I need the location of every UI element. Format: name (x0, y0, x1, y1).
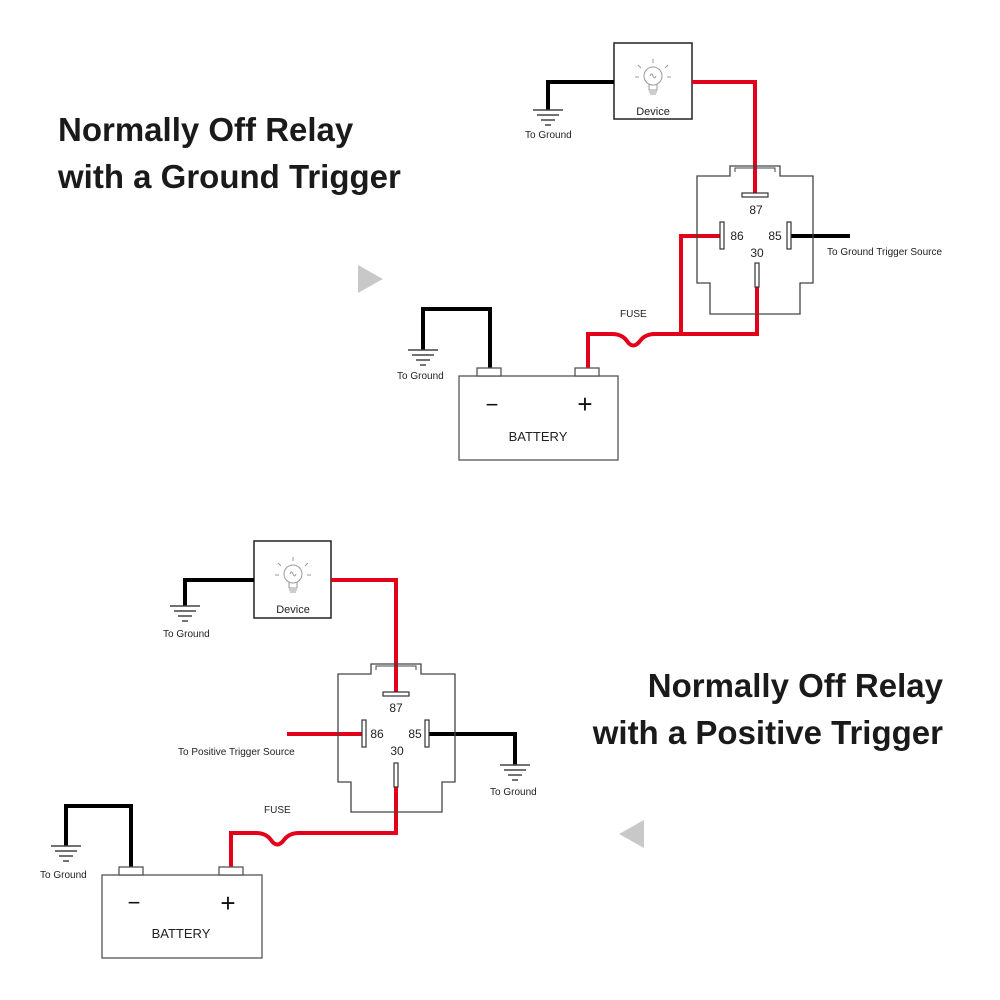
title-line-2: with a Positive Trigger (592, 714, 943, 751)
device-ground-wire (183, 578, 254, 606)
pin85-ground-wire (429, 732, 517, 765)
pin-30-label: 30 (390, 744, 404, 758)
battery-negative-sign: − (128, 890, 141, 915)
arrow-left-icon (619, 820, 644, 848)
ground-icon (532, 109, 564, 126)
pin-30 (754, 262, 760, 288)
pin30-power-wire (655, 285, 759, 336)
title-line-1: Normally Off Relay (647, 667, 943, 704)
battery-label: BATTERY (509, 429, 568, 444)
pin-87 (382, 691, 410, 697)
device-box: Device (253, 540, 332, 619)
battery-negative-terminal (118, 866, 144, 876)
battery-positive-terminal (218, 866, 244, 876)
pin-85-label: 85 (408, 727, 422, 741)
battery-label: BATTERY (152, 926, 211, 941)
trigger-label: To Positive Trigger Source (178, 747, 295, 758)
title-positive-trigger: Normally Off Relay with a Positive Trigg… (593, 662, 943, 756)
fuse-label: FUSE (264, 805, 291, 816)
battery: − + BATTERY (101, 866, 263, 959)
diagram-positive-trigger: Device To Ground To Ground To Ground To … (40, 540, 644, 959)
ground-icon (499, 764, 531, 781)
pin-85 (424, 719, 430, 748)
title-line-2: with a Ground Trigger (58, 158, 401, 195)
battery-ground-label: To Ground (40, 870, 87, 881)
pin86-power-wire (679, 234, 720, 334)
pin-86-label: 86 (730, 229, 744, 243)
relay: 87 86 85 30 (337, 663, 456, 813)
arrow-right-icon (358, 265, 383, 293)
battery-negative-terminal (476, 367, 502, 377)
battery-ground-wire (421, 307, 492, 368)
battery-positive-terminal (574, 367, 600, 377)
device-ground-label: To Ground (525, 130, 572, 141)
device-power-wire (692, 80, 757, 193)
device-label: Device (276, 604, 310, 616)
device-power-wire (331, 578, 398, 692)
battery-positive-sign: + (577, 389, 592, 419)
pin-87-label: 87 (389, 701, 403, 715)
title-line-1: Normally Off Relay (58, 111, 354, 148)
pin-87-label: 87 (749, 203, 763, 217)
pin-30-label: 30 (750, 246, 764, 260)
fuse-wire (229, 785, 398, 867)
pin85-ground-label: To Ground (490, 787, 537, 798)
battery-ground-wire (64, 804, 133, 867)
trigger-label: To Ground Trigger Source (827, 247, 942, 258)
ground-icon (169, 605, 201, 622)
battery-ground-label: To Ground (397, 371, 444, 382)
device-ground-label: To Ground (163, 629, 210, 640)
pin-30 (393, 762, 399, 788)
relay: 87 86 85 30 (696, 165, 814, 315)
pin-86 (719, 221, 725, 250)
battery-negative-sign: − (486, 392, 499, 417)
battery: − + BATTERY (458, 367, 619, 461)
device-ground-wire (546, 80, 614, 110)
pin-85 (786, 221, 792, 250)
device-box: Device (613, 42, 693, 120)
device-label: Device (636, 106, 670, 118)
battery-positive-sign: + (220, 888, 235, 918)
pin-86-label: 86 (370, 727, 384, 741)
diagram-ground-trigger: Device To Ground To Ground To Ground Tri… (358, 42, 942, 461)
ground-icon (407, 349, 439, 366)
pin-86 (361, 719, 367, 748)
pin-87 (741, 192, 769, 198)
ground-icon (50, 845, 82, 862)
fuse-label: FUSE (620, 309, 647, 320)
fuse-wire (586, 332, 656, 368)
pin-85-label: 85 (768, 229, 782, 243)
title-ground-trigger: Normally Off Relay with a Ground Trigger (58, 106, 401, 200)
